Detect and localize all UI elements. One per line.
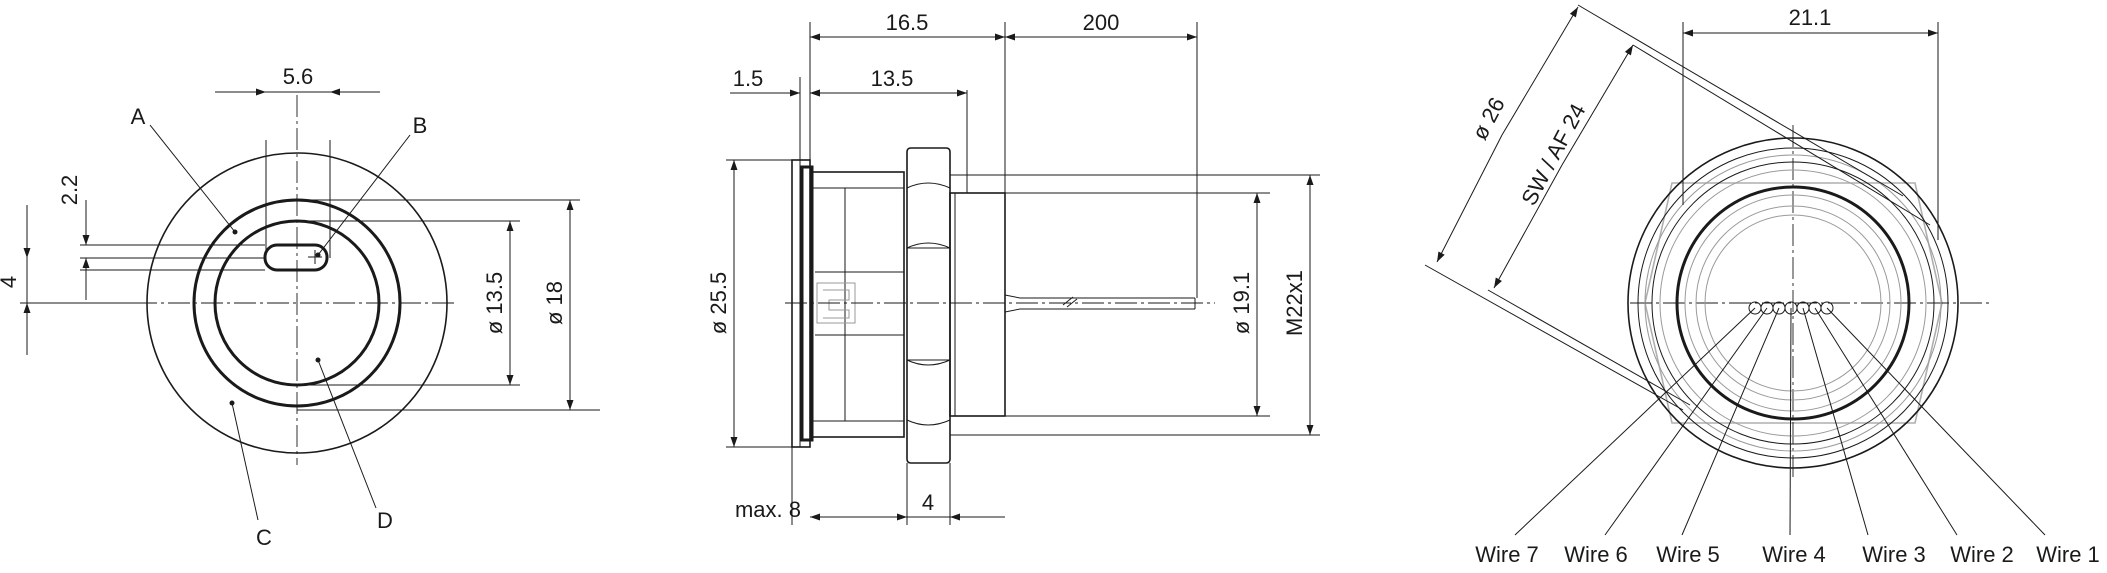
callout-a: A: [131, 104, 146, 129]
rear-body: [949, 192, 1006, 417]
dim-flange-label: 1.5: [733, 66, 764, 91]
rear-dim-af-label: SW / AF 24: [1516, 99, 1590, 209]
callout-c: C: [256, 525, 272, 550]
wire-7-label: Wire 7: [1475, 542, 1539, 567]
wire-2-label: Wire 2: [1950, 542, 2014, 567]
rear-view: Wire 7 Wire 6 Wire 5 Wire 4 Wire 3 Wire …: [1424, 4, 2100, 567]
wire-1-label: Wire 1: [2036, 542, 2100, 567]
wire-3-label: Wire 3: [1862, 542, 1926, 567]
dim-body-dia-label: ø 19.1: [1229, 272, 1254, 334]
housing: [811, 171, 905, 438]
callout-b: B: [413, 113, 428, 138]
dim-height-label: 4: [0, 276, 21, 288]
rear-dim-width-label: 21.1: [1789, 5, 1832, 30]
outer-ring: [146, 152, 448, 454]
dim-width-label: 5.6: [283, 64, 314, 89]
callout-d: D: [377, 508, 393, 533]
dim-outer-dia-label: ø 18: [542, 281, 567, 325]
dim-max-label: max. 8: [735, 497, 801, 522]
dim-offset-label: 2.2: [57, 175, 82, 206]
side-view: 16.5 200 13.5 1.5 ø 25.5 ø 19.1 M22x1 ma…: [706, 10, 1320, 525]
dim-cable-label: 200: [1083, 10, 1120, 35]
dim-flange-dia-label: ø 25.5: [706, 272, 731, 334]
wire-bundle: [1748, 301, 1834, 315]
front-view: 5.6 2.2 4 ø 13.5 ø 18 A B C D: [0, 64, 600, 550]
rear-inner-body: [1675, 185, 1911, 421]
dim-total-label: 16.5: [886, 10, 929, 35]
dim-body-label: 13.5: [871, 66, 914, 91]
wire-6-label: Wire 6: [1564, 542, 1628, 567]
dim-thread-label: M22x1: [1282, 270, 1307, 336]
hex-nut: [906, 147, 951, 464]
wire-5-label: Wire 5: [1656, 542, 1720, 567]
dim-nut-label: 4: [922, 490, 934, 515]
rear-dim-dia-label: ø 26: [1467, 93, 1510, 144]
dim-inner-dia-label: ø 13.5: [482, 272, 507, 334]
rear-outer-ring: [1627, 137, 1959, 469]
wire-4-label: Wire 4: [1762, 542, 1826, 567]
